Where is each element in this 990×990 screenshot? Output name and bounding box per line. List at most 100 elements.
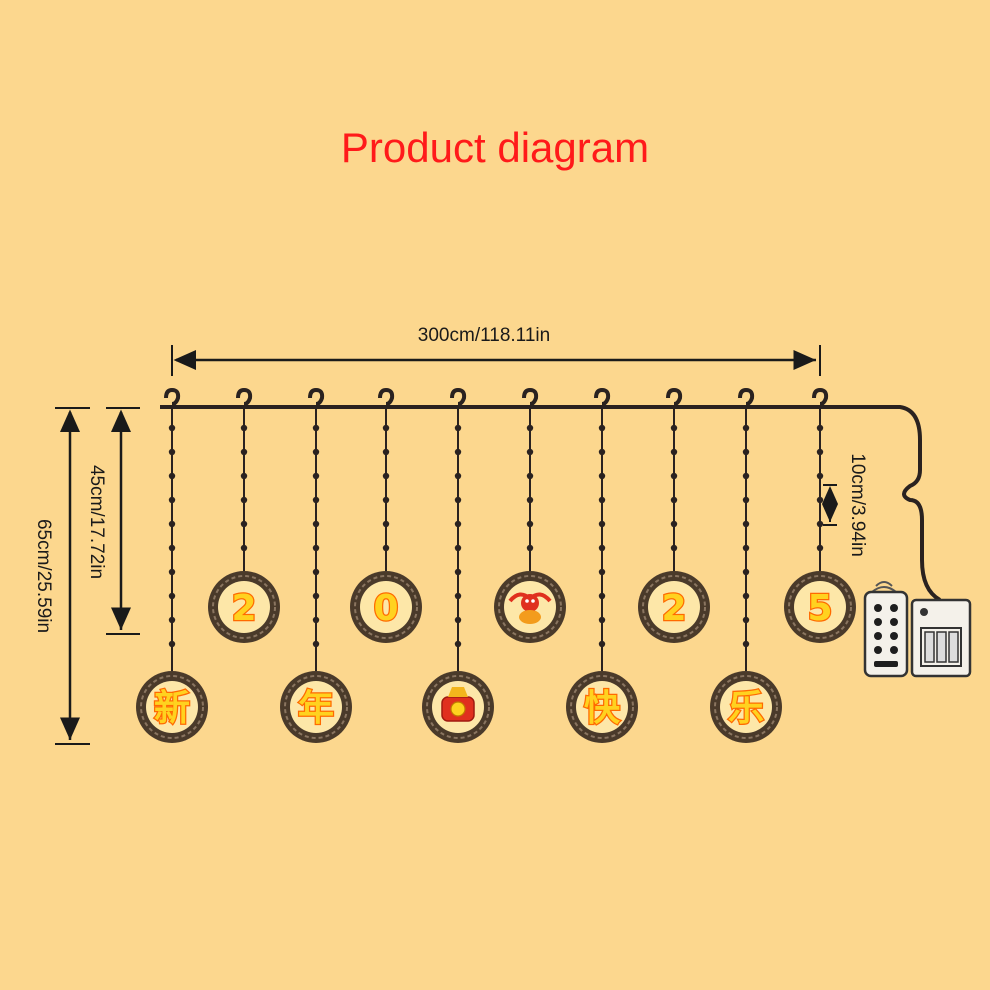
led-bead xyxy=(168,448,176,456)
led-bead xyxy=(742,448,750,456)
led-bead xyxy=(598,592,606,600)
remote-control-icon xyxy=(863,581,909,678)
pendant-strand: 5 xyxy=(784,387,856,643)
led-bead xyxy=(742,640,750,648)
page-title: Product diagram xyxy=(340,124,650,171)
led-bead xyxy=(454,448,462,456)
led-bead xyxy=(816,496,824,504)
led-bead xyxy=(670,520,678,528)
pendant-disc xyxy=(576,681,628,733)
led-bead xyxy=(454,520,462,528)
hook-icon xyxy=(378,387,395,406)
led-bead xyxy=(742,424,750,432)
pendant-strand: 0 xyxy=(350,387,422,643)
pendant-strand: 2 xyxy=(638,387,710,643)
led-bead xyxy=(168,520,176,528)
led-bead xyxy=(168,616,176,624)
hook-icon xyxy=(522,387,539,406)
pendant-label: 新 xyxy=(154,688,190,729)
led-bead xyxy=(742,520,750,528)
led-bead xyxy=(240,448,248,456)
lucky-bag-icon xyxy=(441,687,475,722)
led-bead xyxy=(240,520,248,528)
led-bead xyxy=(312,640,320,648)
led-bead xyxy=(526,520,534,528)
led-bead xyxy=(670,544,678,552)
led-bead xyxy=(670,448,678,456)
led-bead xyxy=(168,544,176,552)
short-drop-label: 45cm/17.72in xyxy=(86,465,107,579)
led-bead xyxy=(168,424,176,432)
pendant-disc xyxy=(146,681,198,733)
led-bead xyxy=(816,472,824,480)
pendant-strand: 乐 xyxy=(710,387,782,743)
pendant-label: 0 xyxy=(373,588,398,629)
hook-icon xyxy=(738,387,755,406)
led-bead xyxy=(312,544,320,552)
spacing-label: 10cm/3.94in xyxy=(847,453,868,557)
led-bead xyxy=(742,472,750,480)
pendant-label: 快 xyxy=(584,688,621,729)
led-bead xyxy=(742,568,750,576)
led-bead xyxy=(454,592,462,600)
pendant-label: 年 xyxy=(298,688,334,729)
pendant-strand xyxy=(494,387,566,643)
led-bead xyxy=(454,544,462,552)
led-bead xyxy=(312,520,320,528)
led-bead xyxy=(598,616,606,624)
pendant-strand xyxy=(422,387,494,743)
led-bead xyxy=(598,520,606,528)
led-bead xyxy=(240,472,248,480)
led-bead xyxy=(454,640,462,648)
pendant-strand: 新 xyxy=(136,387,208,743)
led-bead xyxy=(816,448,824,456)
led-bead xyxy=(312,424,320,432)
pendant-disc xyxy=(290,681,342,733)
pendant-strand: 2 xyxy=(208,387,280,643)
hook-icon xyxy=(666,387,683,406)
led-bead xyxy=(312,472,320,480)
pendant-strand: 快 xyxy=(566,387,638,743)
led-bead xyxy=(312,568,320,576)
led-bead xyxy=(312,448,320,456)
pendant-disc xyxy=(720,681,772,733)
width-label: 300cm/118.11in xyxy=(418,325,550,346)
led-bead xyxy=(168,592,176,600)
width-dimension: 300cm/118.11in xyxy=(171,325,821,376)
long-drop-label: 65cm/25.59in xyxy=(33,519,54,633)
pendant-label: 2 xyxy=(231,588,256,629)
led-bead xyxy=(742,496,750,504)
led-bead xyxy=(598,496,606,504)
pendant-disc xyxy=(794,581,846,633)
led-bead xyxy=(382,496,390,504)
led-bead xyxy=(454,616,462,624)
hook-icon xyxy=(236,387,253,406)
led-bead xyxy=(312,496,320,504)
led-bead xyxy=(598,448,606,456)
led-bead xyxy=(168,472,176,480)
led-bead xyxy=(526,496,534,504)
main-cable xyxy=(160,405,942,602)
led-bead xyxy=(454,472,462,480)
led-bead xyxy=(312,592,320,600)
pendant-disc xyxy=(648,581,700,633)
led-bead xyxy=(816,424,824,432)
led-bead xyxy=(312,616,320,624)
led-bead xyxy=(526,448,534,456)
led-bead xyxy=(742,616,750,624)
pendant-disc xyxy=(360,581,412,633)
led-bead xyxy=(240,496,248,504)
led-bead xyxy=(382,448,390,456)
hook-icon xyxy=(812,387,829,406)
battery-box-icon xyxy=(910,598,972,678)
led-bead xyxy=(670,496,678,504)
led-bead xyxy=(382,544,390,552)
snake-icon xyxy=(508,592,552,624)
led-bead xyxy=(742,592,750,600)
led-bead xyxy=(240,544,248,552)
led-bead xyxy=(816,544,824,552)
led-bead xyxy=(382,472,390,480)
led-bead xyxy=(598,640,606,648)
